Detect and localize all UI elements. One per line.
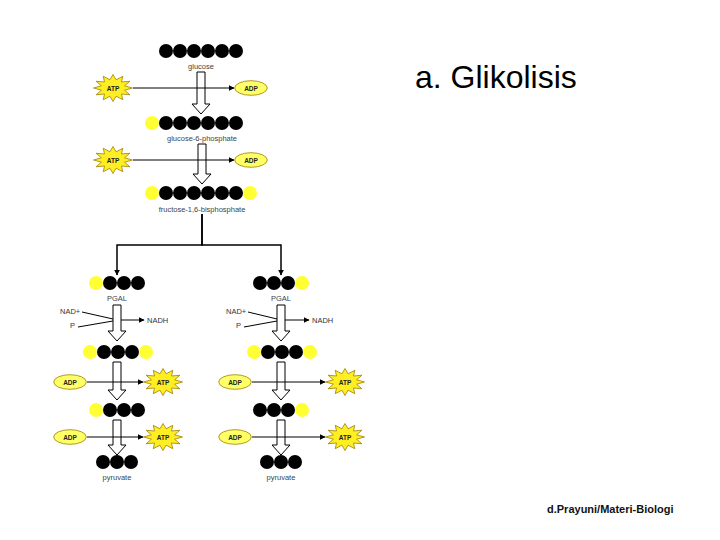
adp-oval: ADP [53, 374, 87, 390]
atp-starburst: ATP [325, 423, 365, 451]
adp-oval-shape [219, 430, 252, 445]
adp-oval: ADP [218, 374, 252, 390]
reaction-arrow [193, 144, 211, 184]
molecule-node: PGAL [250, 275, 312, 303]
adp-oval: ADP [234, 80, 268, 96]
reaction-arrow [108, 305, 126, 341]
adp-oval-shape [235, 81, 268, 96]
adp-oval-shape [54, 430, 87, 445]
molecule-name: glucose-6-phosphate [167, 134, 237, 143]
cofactor-line [248, 312, 277, 319]
split-connector [202, 214, 281, 275]
molecule-node: pyruvate [256, 454, 306, 482]
energy-label: ADP [244, 157, 258, 164]
adp-oval-shape [219, 375, 252, 390]
molecule-node: glucose-6-phosphate [140, 115, 264, 143]
phosphate-beads [83, 116, 317, 417]
atp-starburst-shape [144, 369, 183, 396]
split-connector [117, 214, 202, 275]
energy-label: ADP [228, 434, 242, 441]
molecule-name: fructose-1,6-bisphosphate [159, 205, 246, 214]
adp-oval-shape [235, 153, 268, 168]
energy-label: ATP [339, 434, 352, 441]
energy-arrow [133, 160, 234, 161]
atp-starburst: ATP [325, 368, 365, 396]
cofactor-line [82, 312, 113, 319]
molecule-node: glucose [150, 43, 252, 71]
adp-oval: ADP [53, 429, 87, 445]
reaction-arrow [108, 362, 126, 400]
cofactor-line [285, 320, 309, 321]
energy-label: ADP [63, 434, 77, 441]
energy-label: ATP [107, 157, 120, 164]
molecule-name: PGAL [107, 294, 127, 303]
energy-arrow [252, 437, 325, 438]
energy-label: ADP [63, 379, 77, 386]
reaction-arrows [108, 305, 290, 455]
atp-starburst-shape [326, 369, 365, 396]
energy-arrow [133, 88, 234, 89]
energy-arrow [87, 437, 143, 438]
cofactor-label: P [236, 321, 241, 330]
atp-starburst: ATP [143, 368, 183, 396]
atp-starburst: ATP [93, 74, 133, 102]
molecule-name: pyruvate [103, 473, 132, 482]
energy-label: ATP [157, 379, 170, 386]
cofactor-line [121, 320, 144, 321]
energy-arrow [252, 382, 325, 383]
cofactor-label: NADH [312, 316, 333, 325]
reaction-arrow [192, 72, 210, 114]
cofactor-line [244, 321, 277, 327]
reaction-arrow [272, 362, 290, 400]
cofactor-label: P [70, 321, 75, 330]
molecule-name: glucose [188, 62, 214, 71]
energy-label: ADP [244, 85, 258, 92]
energy-arrow [87, 382, 143, 383]
slide-title: a. Glikolisis [415, 58, 577, 96]
cofactor-label: NAD+ [60, 307, 80, 316]
reaction-arrow [272, 305, 290, 341]
molecule-node: pyruvate [92, 454, 142, 482]
molecule-node: fructose-1,6-bisphosphate [140, 185, 264, 214]
atp-starburst: ATP [93, 146, 133, 174]
adp-oval-shape [54, 375, 87, 390]
adp-oval: ADP [218, 429, 252, 445]
watermark: d.Prayuni/Materi-Biologi [547, 503, 674, 516]
molecule-node: PGAL [86, 275, 148, 303]
atp-starburst: ATP [143, 423, 183, 451]
cofactor-label: NAD+ [226, 307, 246, 316]
cofactor-line [78, 321, 113, 327]
atp-starburst-shape [94, 75, 133, 102]
atp-starburst-shape [326, 424, 365, 451]
atp-starburst-shape [94, 147, 133, 174]
cofactor-lines [78, 312, 309, 327]
energy-label: ATP [339, 379, 352, 386]
energy-label: ADP [228, 379, 242, 386]
molecule-name: PGAL [271, 294, 291, 303]
carbon-beads [96, 44, 303, 469]
energy-label: ATP [157, 434, 170, 441]
adp-oval: ADP [234, 152, 268, 168]
cofactor-label: NADH [147, 316, 168, 325]
atp-starburst-shape [144, 424, 183, 451]
energy-label: ATP [107, 85, 120, 92]
molecule-name: pyruvate [267, 473, 296, 482]
